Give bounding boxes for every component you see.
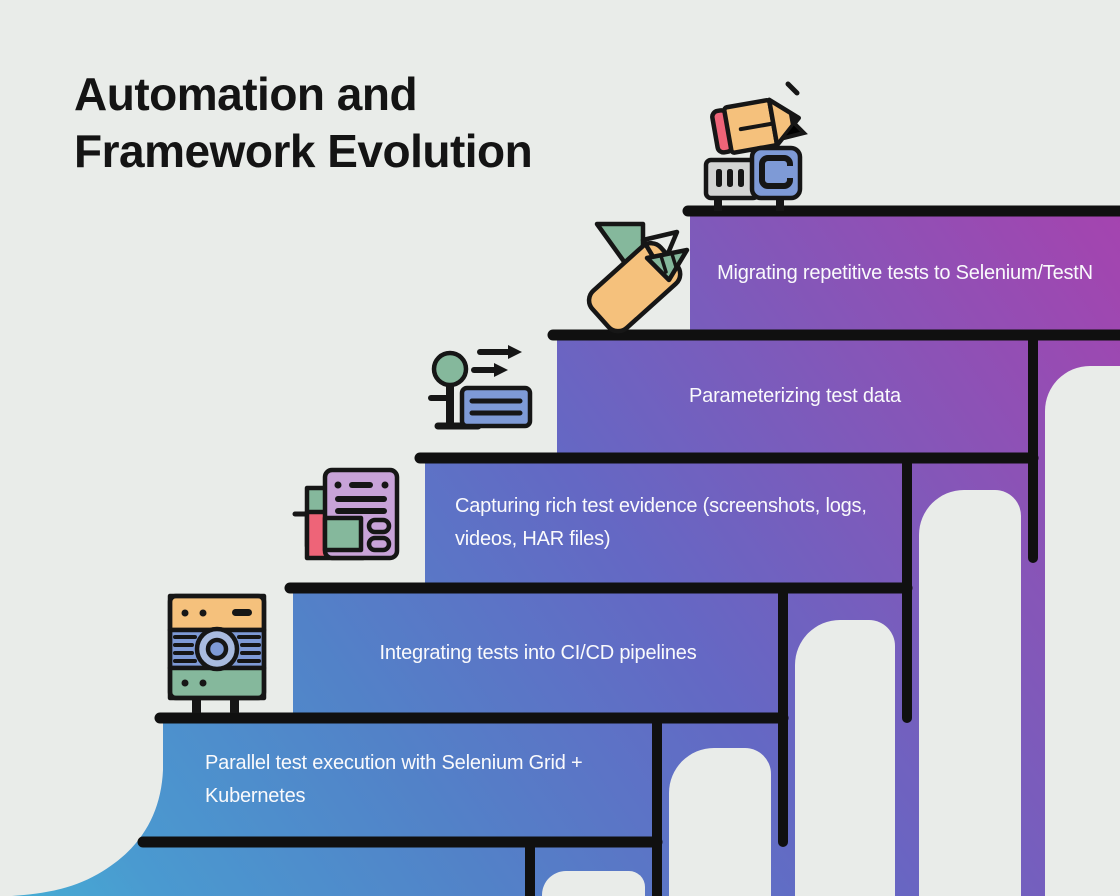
- projector-icon: [703, 145, 803, 211]
- page-title: Automation and Framework Evolution: [74, 68, 533, 177]
- staircase-lines: [137, 205, 1120, 896]
- step-label-parameterizing: Parameterizing test data: [689, 385, 901, 407]
- cutout-d: [669, 748, 771, 896]
- background-cutouts: [542, 366, 1120, 896]
- step-fill-parameterizing: [557, 335, 1033, 463]
- cutout-a: [1045, 366, 1120, 896]
- step-fill-capturing: [425, 458, 907, 593]
- step-fill-bottom-swoosh: [12, 770, 530, 896]
- step-label-capturing: Capturing rich test evidence (screenshot…: [455, 495, 867, 550]
- step-fill-migrating: [690, 211, 1120, 340]
- step-label-parallel: Parallel test execution with Selenium Gr…: [205, 752, 583, 807]
- step-label-migrating: Migrating repetitive tests to Selenium/T…: [717, 261, 1093, 284]
- cutout-e: [542, 871, 645, 896]
- step-fill-parallel: [163, 718, 657, 847]
- signal-post-icon: [428, 345, 533, 430]
- documents-icon: [292, 467, 400, 561]
- cutout-b: [919, 490, 1021, 896]
- pencil-icon: [710, 97, 801, 155]
- pencil-and-projector-icon: [703, 81, 808, 211]
- paper-plane-icon: [586, 221, 690, 334]
- step-fill-integrating: [293, 588, 783, 723]
- step-label-integrating: Integrating tests into CI/CD pipelines: [379, 641, 697, 664]
- cutout-c: [795, 620, 895, 896]
- test-machine-icon: [167, 593, 267, 713]
